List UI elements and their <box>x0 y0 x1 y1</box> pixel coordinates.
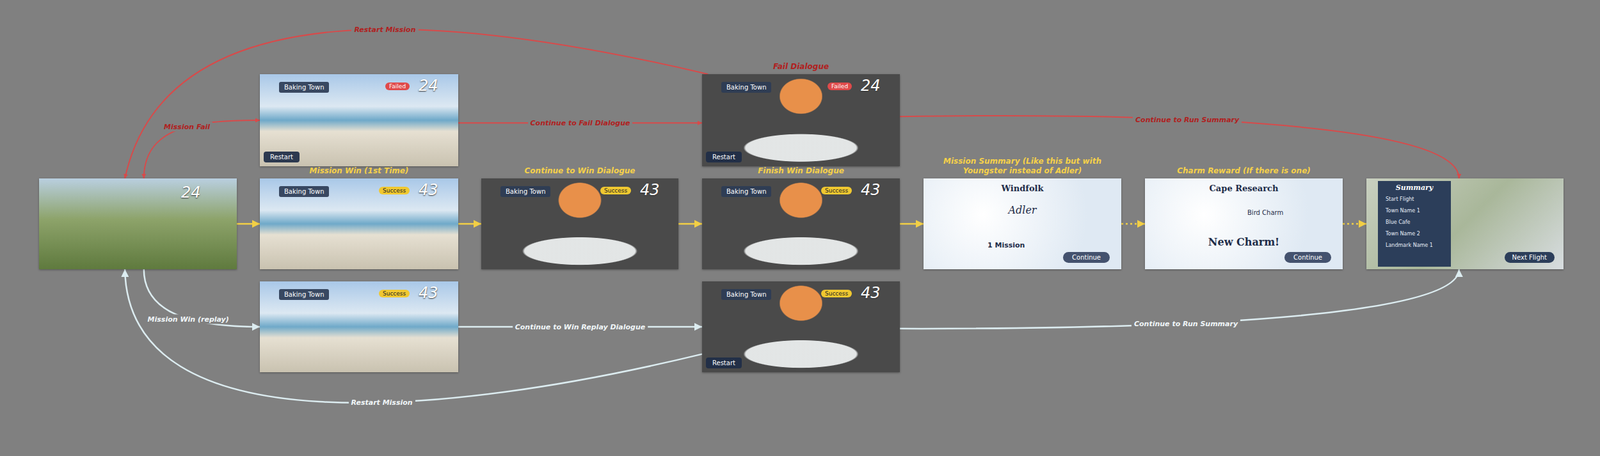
flow-arrow <box>899 223 924 226</box>
edge-label: Continue to Run Summary <box>1131 318 1241 329</box>
screen-heading: Fail Dialogue <box>702 62 900 72</box>
screen-text: Restart <box>705 151 742 163</box>
screen-text: Restart <box>263 151 300 163</box>
screen-mockup: 24 <box>39 178 237 270</box>
screen-text: 24 <box>181 183 201 202</box>
screen-text: Success <box>600 186 632 195</box>
flow-arrow <box>1121 223 1145 226</box>
screen-text: 43 <box>640 181 660 200</box>
screen-text: 43 <box>418 181 439 200</box>
screen-text: Success <box>378 186 410 195</box>
screen-heading: Continue to Win Dialogue <box>481 166 679 176</box>
flow-arrow <box>458 122 703 124</box>
screen-text: Baking Town <box>721 186 772 198</box>
screen-mockup: Charm Reward (If there is one)Cape Resea… <box>1144 178 1343 270</box>
screen-text: Failed <box>827 82 852 91</box>
flow-arrow <box>1342 223 1367 226</box>
screen-mockup: Baking Town Success 43 <box>259 281 459 373</box>
flow-arrow <box>144 269 260 328</box>
flow-arrow <box>458 326 703 329</box>
screen-text: New Charm! <box>1144 236 1343 249</box>
screen-mockup: Baking Town Failed 24Restart <box>259 74 459 167</box>
flow-arrow <box>144 120 260 179</box>
flow-arrow <box>458 223 482 226</box>
screen-text: 43 <box>860 284 881 303</box>
screen-text: 1 Mission <box>987 241 1025 250</box>
screen-text: Town Name 2 <box>1385 231 1421 237</box>
screen-text: Town Name 1 <box>1385 208 1421 214</box>
screen-heading: Charm Reward (If there is one) <box>1144 166 1343 176</box>
screen-text: Next Flight <box>1504 252 1555 264</box>
screen-text: Success <box>821 186 852 195</box>
screen-heading: Finish Win Dialogue <box>702 166 900 176</box>
screen-text: Continue <box>1284 252 1332 264</box>
screen-text: 43 <box>418 284 439 303</box>
screen-text: Baking Town <box>721 81 772 93</box>
screen-text: Success <box>821 289 852 298</box>
edge-label: Continue to Fail Dialogue <box>528 118 633 128</box>
flow-arrow <box>678 223 703 226</box>
screen-text: Failed <box>385 82 410 91</box>
flow-arrow <box>236 223 260 226</box>
screen-mockup: SummaryStart FlightTown Name 1 Blue CafeT… <box>1366 178 1564 270</box>
screen-text: Baking Town <box>279 186 329 198</box>
screen-text: Blue Cafe <box>1385 219 1410 226</box>
screen-heading: Mission Summary (Like this but with Youn… <box>923 156 1122 176</box>
screen-text: 43 <box>860 181 881 200</box>
screen-mockup: Mission Summary (Like this but with Youn… <box>923 178 1122 270</box>
screen-text: Summary <box>1379 183 1450 192</box>
flow-arrow <box>124 29 708 179</box>
screen-text: Restart <box>705 357 742 369</box>
screen-text: Success <box>378 289 410 298</box>
screen-text: Continue <box>1063 252 1110 264</box>
screen-heading: Mission Win (1st Time) <box>259 166 459 176</box>
screen-mockup: Mission Win (1st Time)Baking TownSuccess… <box>259 178 459 270</box>
edge-label: Restart Mission <box>351 24 418 34</box>
screen-text: 24 <box>418 76 439 95</box>
screen-mockup: Finish Win DialogueBaking TownSuccess43 <box>702 178 900 270</box>
edge-label: Mission Win (replay) <box>145 314 232 324</box>
flow-arrow <box>124 269 703 404</box>
edge-label: Mission Fail <box>161 122 213 132</box>
screen-text: Bird Charm <box>1247 209 1284 217</box>
screen-mockup: Fail DialogueBaking TownFailed24Restart <box>702 74 900 167</box>
screen-text: Baking Town <box>500 186 551 198</box>
screen-text: Baking Town <box>721 289 772 301</box>
flow-arrow <box>899 115 1460 179</box>
edge-label: Continue to Run Summary <box>1132 114 1242 125</box>
screen-text: 24 <box>860 76 881 95</box>
screen-text: Adler <box>923 204 1122 217</box>
screen-text: Windfolk <box>923 183 1122 194</box>
flow-arrow <box>899 269 1460 329</box>
screen-mockup: Continue to Win DialogueBaking TownSucce… <box>481 178 679 270</box>
screen-text: Cape Research <box>1144 183 1343 194</box>
screen-text: Baking Town <box>279 81 329 93</box>
screen-text: Baking Town <box>279 289 329 301</box>
screen-mockup: Baking Town Success 43Restart <box>702 281 900 373</box>
edge-label: Continue to Win Replay Dialogue <box>512 322 649 333</box>
screen-text: Start Flight <box>1385 196 1414 203</box>
edge-label: Restart Mission <box>348 398 416 408</box>
screen-text: Landmark Name 1 <box>1385 242 1433 249</box>
